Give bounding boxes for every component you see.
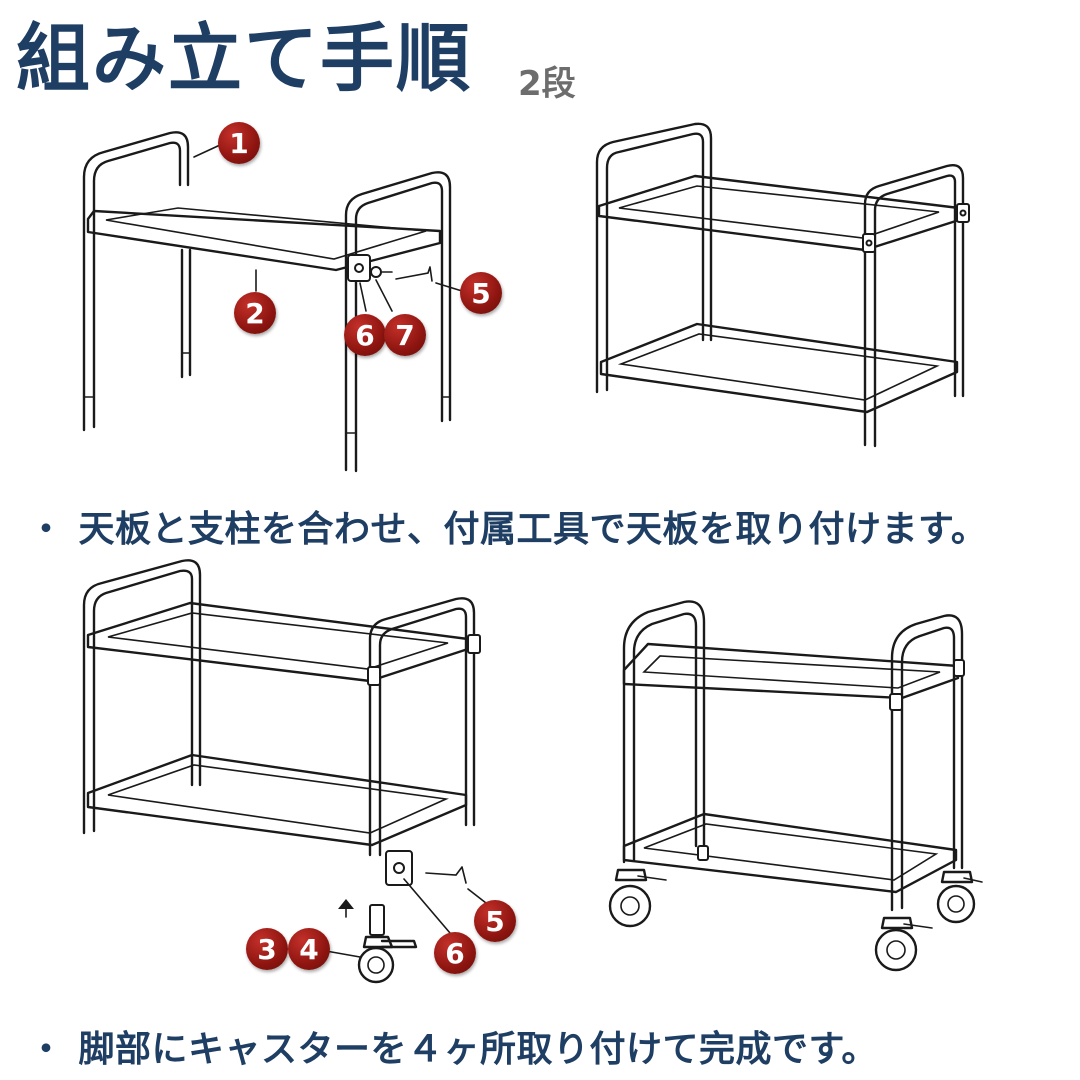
- figure-step2-completed-drawing: [608, 600, 983, 972]
- caster-front-left: [608, 868, 667, 928]
- figure-step2-completed: [600, 600, 985, 975]
- step1-caption-text: 天板と支柱を合わせ、付属工具で天板を取り付けます。: [78, 509, 988, 550]
- figure-step2-drawing: [82, 559, 487, 984]
- callout-1: 1: [218, 122, 260, 164]
- step2-caption: ・脚部にキャスターを４ヶ所取り付けて完成です。: [28, 1020, 878, 1072]
- bullet: ・: [28, 509, 65, 550]
- caster-back-left: [697, 845, 709, 861]
- figure-step1-assembled-drawing: [595, 122, 970, 448]
- page-title: 組み立て手順: [16, 16, 472, 102]
- callout-5-step2: 5: [474, 900, 516, 942]
- step2-caption-text: 脚部にキャスターを４ヶ所取り付けて完成です。: [78, 1029, 878, 1070]
- page-subtitle: 2段: [518, 64, 576, 104]
- figure-step1-assembled: [585, 120, 975, 450]
- callout-5: 5: [460, 272, 502, 314]
- step1-caption: ・天板と支柱を合わせ、付属工具で天板を取り付けます。: [28, 500, 987, 552]
- callout-7: 7: [384, 314, 426, 356]
- callout-6-step2: 6: [434, 932, 476, 974]
- caster-front-right: [874, 916, 933, 972]
- figure-step1-drawing: [82, 131, 463, 473]
- callout-4: 4: [288, 928, 330, 970]
- bullet: ・: [28, 1029, 65, 1070]
- figure-step2-casters: [70, 555, 490, 995]
- figure-step1-top-shelf: [70, 115, 510, 485]
- caster-back-right: [936, 870, 983, 924]
- callout-3: 3: [246, 928, 288, 970]
- callout-6: 6: [344, 314, 386, 356]
- callout-2: 2: [234, 292, 276, 334]
